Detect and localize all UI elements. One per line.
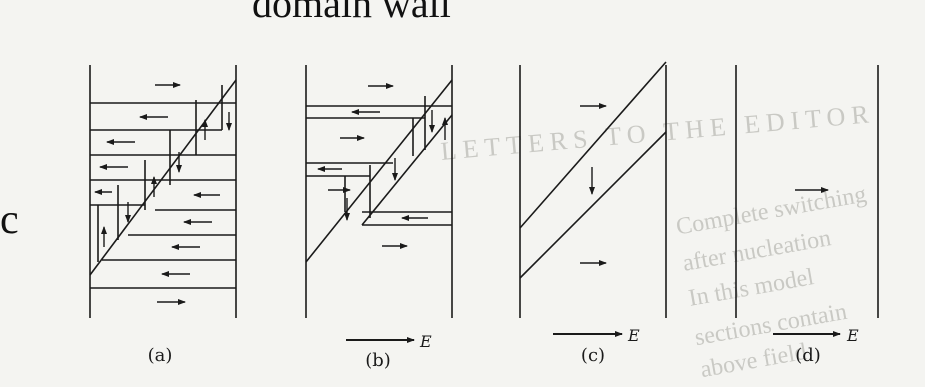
panel-d	[735, 65, 879, 318]
panel-label-c: (c)	[581, 345, 605, 366]
panel-label-a: (a)	[148, 345, 173, 366]
field-label: E	[627, 326, 640, 345]
panel-label-b: (b)	[365, 350, 391, 371]
domain-wall	[519, 131, 667, 279]
panel-b	[305, 65, 453, 318]
domain-wall	[519, 61, 667, 229]
polarization-arrows	[580, 103, 607, 266]
field-label: E	[419, 332, 432, 351]
side-letter: c	[0, 197, 19, 243]
polarization-arrows	[317, 83, 448, 249]
domain-boundaries	[89, 79, 237, 289]
domain-boundaries	[305, 79, 453, 263]
panel-a	[89, 65, 237, 318]
panel-c	[519, 61, 667, 318]
field-label: E	[846, 326, 859, 345]
field-arrows	[346, 331, 841, 343]
panel-label-d: (d)	[795, 345, 821, 366]
polarization-arrows	[94, 82, 232, 305]
page-title: domain wall	[252, 0, 451, 26]
